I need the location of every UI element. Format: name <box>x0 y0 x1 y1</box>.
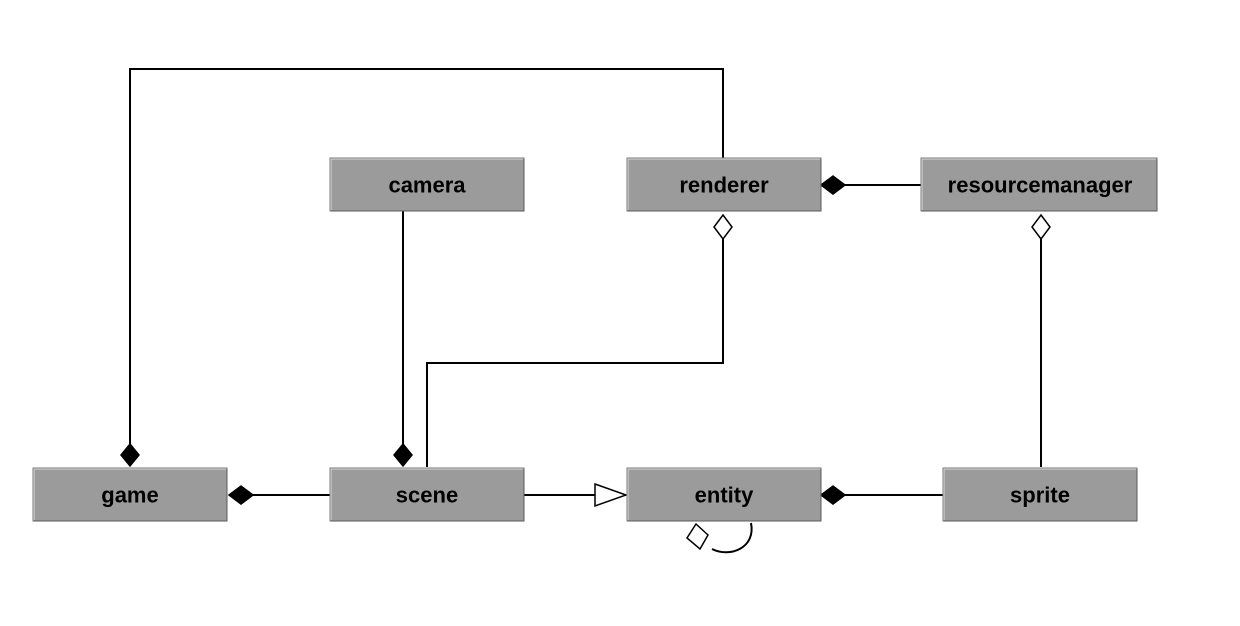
scene-composition-diamond <box>393 442 413 468</box>
class-sprite[interactable]: sprite <box>942 467 1138 522</box>
class-renderer-label: renderer <box>679 173 769 198</box>
renderer-aggregation-diamond <box>713 213 733 241</box>
entity-self-loop <box>711 522 753 554</box>
scene-renderer-line <box>426 238 724 467</box>
entity-self-aggregation-diamond <box>686 522 709 551</box>
class-resourcemanager[interactable]: resourcemanager <box>920 157 1158 212</box>
class-game[interactable]: game <box>32 467 228 522</box>
class-scene-label: scene <box>396 483 458 508</box>
class-game-label: game <box>101 483 158 508</box>
class-camera[interactable]: camera <box>329 157 525 212</box>
class-scene[interactable]: scene <box>329 467 525 522</box>
game-composition-diamond <box>120 442 140 468</box>
game-composition-diamond-2 <box>227 485 255 505</box>
entity-composition-diamond <box>819 485 847 505</box>
renderer-game-line <box>129 68 724 444</box>
class-entity-label: entity <box>695 483 754 508</box>
renderer-composition-diamond <box>819 175 847 195</box>
class-renderer[interactable]: renderer <box>626 157 822 212</box>
class-resourcemanager-label: resourcemanager <box>948 173 1133 198</box>
class-camera-label: camera <box>388 173 466 198</box>
connectors <box>120 68 1051 554</box>
class-entity[interactable]: entity <box>626 467 822 522</box>
class-sprite-label: sprite <box>1010 483 1070 508</box>
entity-generalization-triangle <box>594 482 629 508</box>
resourcemanager-aggregation-diamond <box>1031 213 1051 241</box>
